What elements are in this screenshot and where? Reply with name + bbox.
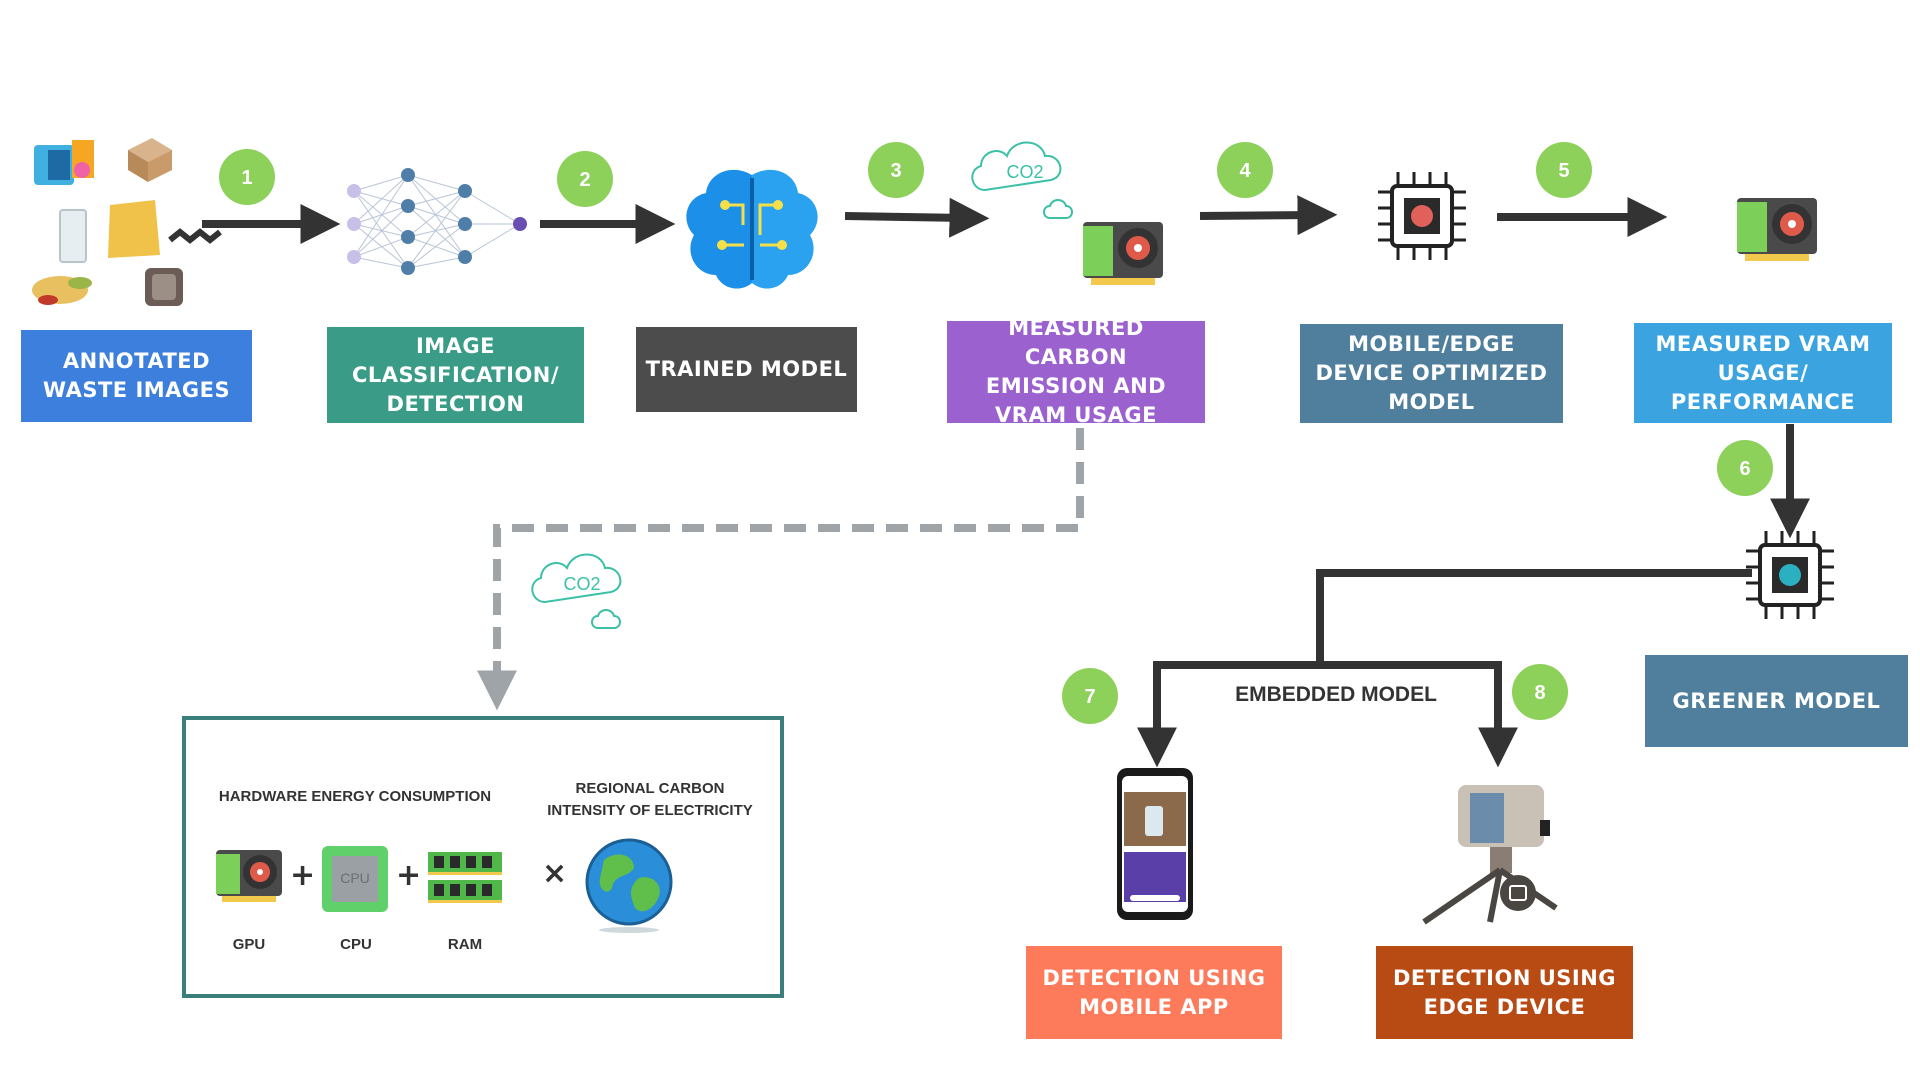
arrow-3 xyxy=(844,197,990,238)
badge-5: 5 xyxy=(1558,160,1569,182)
badge-circle-3 xyxy=(868,142,924,198)
gpu-card-icon-2 xyxy=(1737,198,1817,261)
branch-trunk xyxy=(1316,569,1752,665)
badge-1: 1 xyxy=(241,167,252,189)
branch-edge-arrow xyxy=(1320,661,1518,768)
cpu-chip-text: CPU xyxy=(340,870,370,886)
step-detection-mobile-app: DETECTION USING MOBILE APP xyxy=(1026,946,1282,1039)
step-image-classification: IMAGE CLASSIFICATION/ DETECTION xyxy=(327,327,584,423)
times-sign: × xyxy=(542,856,568,891)
badge-circle-8 xyxy=(1512,664,1568,720)
smartphone-icon xyxy=(1117,768,1193,920)
brain-circuit-icon xyxy=(686,169,818,289)
badge-3: 3 xyxy=(890,160,901,182)
step-measured-carbon: MEASURED CARBON EMISSION AND VRAM USAGE xyxy=(947,316,1205,427)
dashed-arrow xyxy=(477,428,1084,711)
cpu-icon xyxy=(322,846,388,912)
globe-icon xyxy=(585,838,673,933)
ai-chip-icon xyxy=(1378,172,1466,260)
co2-cloud-icon xyxy=(971,141,1073,219)
step-greener-model: GREENER MODEL xyxy=(1645,655,1908,747)
badge-8: 8 xyxy=(1534,682,1545,704)
step-detection-edge-device: DETECTION USING EDGE DEVICE xyxy=(1376,946,1633,1039)
embedded-model-label: EMBEDDED MODEL xyxy=(1235,683,1437,706)
badge-6: 6 xyxy=(1739,458,1750,480)
gpu-label: GPU xyxy=(232,936,266,953)
edge-camera-icon xyxy=(1422,785,1558,925)
gpu-icon-formula xyxy=(216,850,282,902)
badge-circle-2 xyxy=(557,151,613,207)
badge-circle-1 xyxy=(219,149,275,205)
cpu-label: CPU xyxy=(340,936,372,953)
badge-circles xyxy=(219,142,1773,724)
badge-circle-7 xyxy=(1062,668,1118,724)
arrow-4 xyxy=(1199,195,1338,236)
step-optimized-model: MOBILE/EDGE DEVICE OPTIMIZED MODEL xyxy=(1300,324,1563,423)
gpu-card-icon xyxy=(1083,222,1163,285)
co2-label-lower: CO2 xyxy=(563,574,600,594)
co2-cloud-icon-lower xyxy=(531,553,622,629)
badge-circle-4 xyxy=(1217,142,1273,198)
plus-sign-2: + xyxy=(396,858,422,893)
badge-4: 4 xyxy=(1239,160,1251,182)
neural-network-icon xyxy=(347,168,527,275)
ai-chip-icon-greener xyxy=(1746,531,1834,619)
plus-sign: + xyxy=(290,858,316,893)
step-annotated-waste-images: ANNOTATED WASTE IMAGES xyxy=(21,330,252,422)
badge-7: 7 xyxy=(1084,686,1095,708)
step-trained-model: TRAINED MODEL xyxy=(636,327,857,412)
carbon-formula-panel: HARDWARE ENERGY CONSUMPTION REGIONAL CAR… xyxy=(182,716,784,998)
hardware-energy-title: HARDWARE ENERGY CONSUMPTION xyxy=(218,788,492,805)
step-measured-vram: MEASURED VRAM USAGE/ PERFORMANCE xyxy=(1634,323,1892,423)
badge-circle-5 xyxy=(1536,142,1592,198)
badge-circle-6 xyxy=(1717,440,1773,496)
co2-label: CO2 xyxy=(1006,162,1043,182)
ram-label: RAM xyxy=(447,936,483,953)
branch-mobile-arrow xyxy=(1137,661,1320,768)
ram-icon xyxy=(428,852,502,903)
waste-images-collage xyxy=(32,138,222,306)
carbon-intensity-title: REGIONAL CARBON INTENSITY OF ELECTRICITY xyxy=(547,780,753,819)
badge-2: 2 xyxy=(579,169,590,191)
